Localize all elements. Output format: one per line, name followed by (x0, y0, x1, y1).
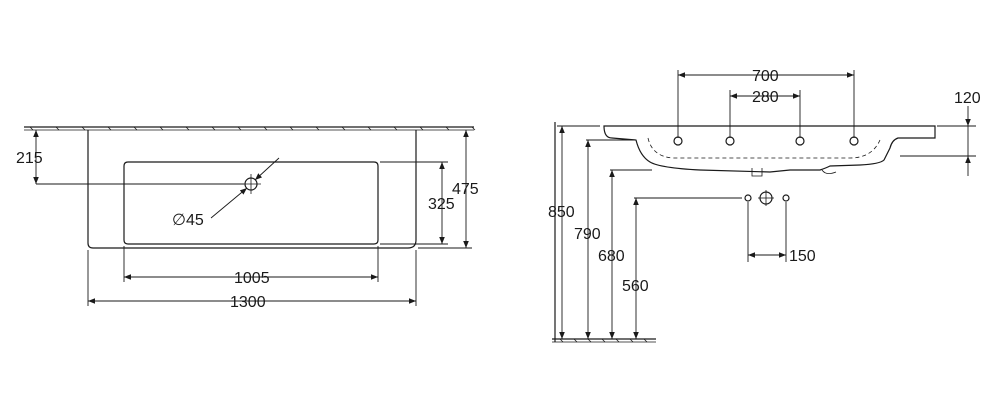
hatch-mark (263, 126, 268, 131)
hatch-mark (185, 126, 190, 131)
hatch-mark (615, 338, 620, 343)
bowl-hidden-line (647, 137, 881, 159)
dim-325-label: 325 (428, 196, 455, 213)
hatch-mark (471, 126, 476, 131)
hatch-mark (81, 126, 86, 131)
fixing-hole-left (744, 194, 752, 202)
hatch-mark (419, 126, 424, 131)
dim-1005-label: 1005 (234, 270, 270, 287)
tap-hole-4 (849, 136, 859, 146)
dim-diameter-label: ∅45 (172, 212, 204, 229)
hatch-mark (367, 126, 372, 131)
wall-hatch (29, 126, 476, 131)
hatch-mark (133, 126, 138, 131)
hatch-mark (29, 126, 34, 131)
hatch-mark (315, 126, 320, 131)
tap-hole-1 (673, 136, 683, 146)
dim-700-label: 700 (752, 68, 779, 85)
dim-1300-label: 1300 (230, 294, 266, 311)
hatch-mark (289, 126, 294, 131)
dim-120-label: 120 (954, 90, 981, 107)
dim-diameter-leader-2 (254, 157, 280, 181)
side-view: 700 280 120 850 790 680 560 (548, 68, 981, 343)
dim-215-label: 215 (16, 150, 43, 167)
hatch-mark (643, 338, 648, 343)
tap-holes (673, 136, 859, 146)
drain-stub (751, 168, 763, 177)
floor-hatch (559, 338, 648, 343)
dim-diameter-leader (210, 187, 248, 219)
top-view: 215 ∅45 325 475 1005 1300 (16, 126, 479, 311)
hatch-mark (601, 338, 606, 343)
dim-850-label: 850 (548, 204, 575, 221)
dim-280-label: 280 (752, 89, 779, 106)
dim-790-label: 790 (574, 226, 601, 243)
hatch-mark (237, 126, 242, 131)
hatch-mark (55, 126, 60, 131)
hatch-mark (107, 126, 112, 131)
basin-profile (603, 125, 936, 173)
hatch-mark (393, 126, 398, 131)
hatch-mark (573, 338, 578, 343)
hatch-mark (559, 338, 564, 343)
basin-outline (87, 130, 417, 249)
hatch-mark (211, 126, 216, 131)
fixing-holes (744, 190, 790, 206)
hatch-mark (341, 126, 346, 131)
bowl-outline (123, 161, 379, 245)
hatch-mark (587, 338, 592, 343)
hatch-mark (159, 126, 164, 131)
dim-680-label: 680 (598, 248, 625, 265)
hatch-mark (629, 338, 634, 343)
dim-475-label: 475 (452, 181, 479, 198)
dim-150-label: 150 (789, 248, 816, 265)
tap-hole-2 (725, 136, 735, 146)
dim-560-label: 560 (622, 278, 649, 295)
hatch-mark (445, 126, 450, 131)
drain-pipe (821, 169, 837, 174)
tap-hole-3 (795, 136, 805, 146)
fixing-hole-right (782, 194, 790, 202)
